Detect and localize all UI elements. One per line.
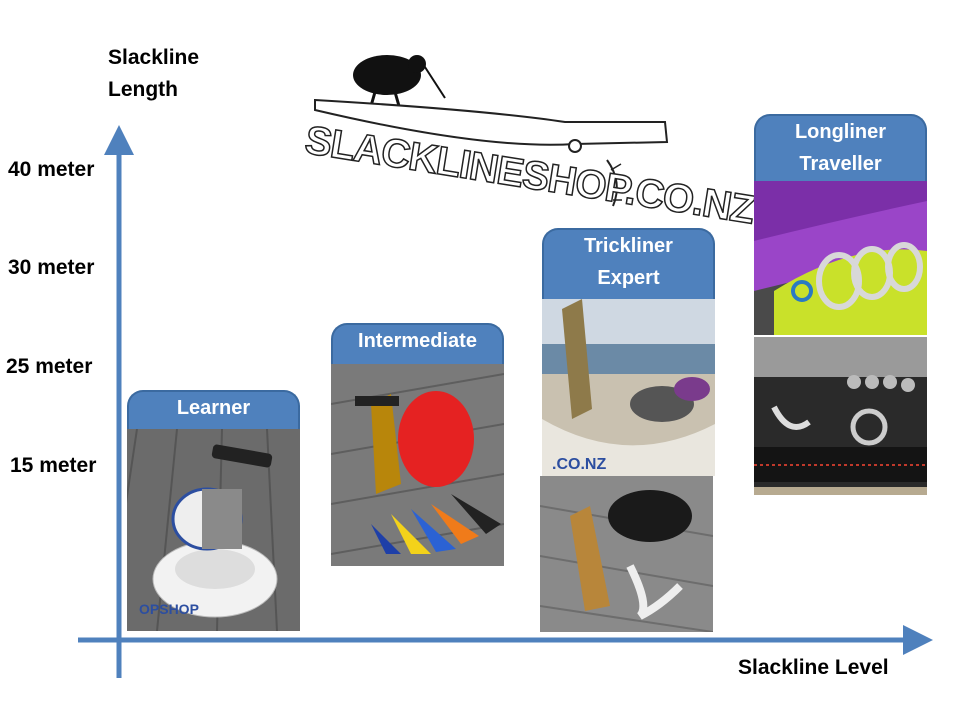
level-label-line2: Expert <box>597 267 660 289</box>
svg-text:OPSHOP: OPSHOP <box>139 601 199 617</box>
x-axis-title: Slackline Level <box>738 656 889 679</box>
y-axis-title-line1: Slackline <box>108 46 200 69</box>
kiwi-logo-icon <box>314 55 669 207</box>
tick-15-meter: 15 meter <box>10 454 97 477</box>
trickliner-black-slackline-photo <box>540 476 713 632</box>
tick-40-meter: 40 meter <box>8 158 95 181</box>
longliner-shackle-photo <box>754 337 927 495</box>
tick-25-meter: 25 meter <box>6 355 93 378</box>
level-tab-intermediate: Intermediate <box>331 323 504 365</box>
level-label: Learner <box>176 397 251 419</box>
y-axis-title: Slackline Length <box>108 42 199 106</box>
level-label-line1: Longliner <box>794 121 887 143</box>
level-label-line1: Trickliner <box>584 235 673 257</box>
logo: SLACKLINESHOP.CO.NZ <box>301 40 758 233</box>
level-tab-trickliner-expert: Trickliner Expert <box>542 228 715 300</box>
y-axis-title-line2: Length <box>108 78 178 101</box>
level-label-line2: Traveller <box>799 153 882 175</box>
learner-slackline-photo: OPSHOP <box>127 429 300 631</box>
level-tab-longliner-traveller: Longliner Traveller <box>754 114 927 182</box>
intermediate-slackline-photo <box>331 364 504 566</box>
svg-text:.CO.NZ: .CO.NZ <box>552 456 606 473</box>
level-tab-learner: Learner <box>127 390 300 430</box>
tick-30-meter: 30 meter <box>8 256 95 279</box>
trickliner-beach-photo: .CO.NZ <box>542 299 715 476</box>
longliner-carabiner-photo <box>754 181 927 335</box>
level-label: Intermediate <box>358 330 477 352</box>
